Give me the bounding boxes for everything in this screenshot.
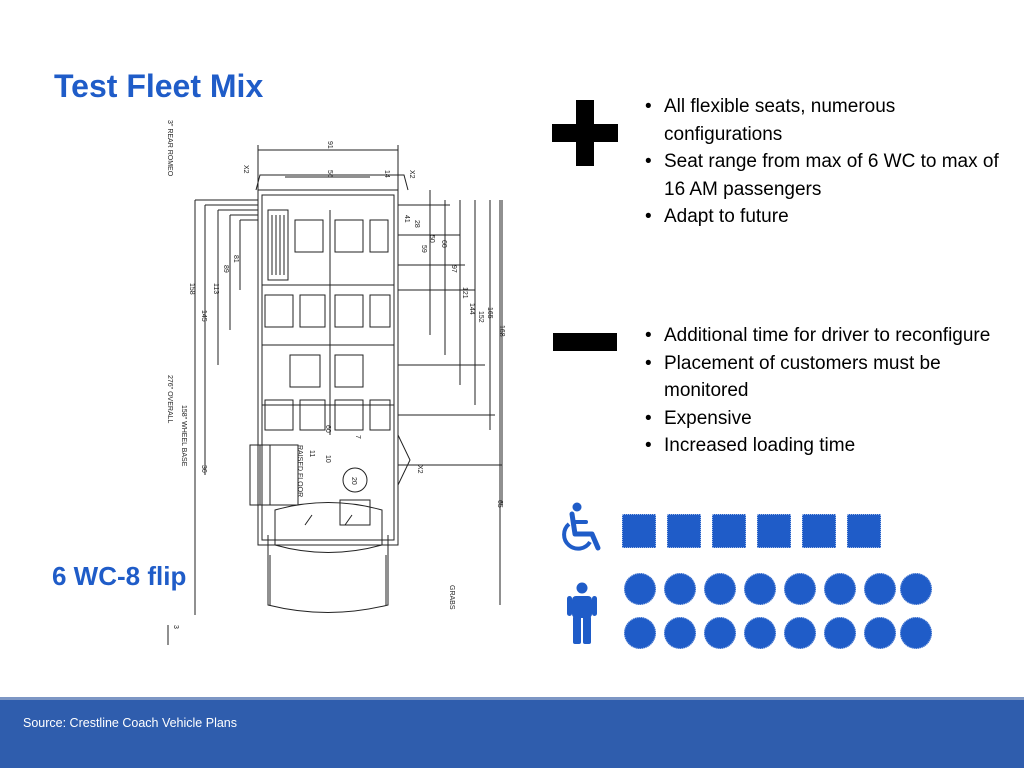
seat (744, 617, 776, 649)
cons-item: Placement of customers must be monitored (644, 350, 1014, 405)
plan-dim-59: 59 (420, 245, 427, 253)
plan-dim-60b: 60 (324, 425, 331, 433)
plan-dim-81: 81 (232, 255, 239, 263)
wheelchair-slot (757, 514, 791, 548)
pros-item: All flexible seats, numerous configurati… (644, 93, 1014, 148)
seat (900, 617, 932, 649)
cons-item: Increased loading time (644, 432, 1014, 460)
plan-dim-158: 158 (188, 283, 195, 295)
wheelchair-slot (622, 514, 656, 548)
person-icon (567, 582, 597, 644)
plan-dim-113: 113 (212, 283, 219, 294)
seat (664, 573, 696, 605)
wheelchair-slot (847, 514, 881, 548)
plan-label-x2-left: X2 (242, 165, 249, 174)
plan-dim-36: 36 (200, 465, 207, 473)
plan-dim-89: 89 (222, 265, 229, 273)
plan-dim-152: 152 (477, 311, 484, 323)
plan-dim-145: 145 (200, 310, 207, 322)
plan-dim-50: 50 (428, 235, 435, 243)
plan-dim-7: 7 (354, 435, 361, 439)
wheelchair-icon (562, 502, 601, 551)
plan-dim-14: 14 (383, 170, 390, 178)
seat (704, 573, 736, 605)
plan-dim-10: 10 (324, 455, 331, 463)
footer-bar: Source: Crestline Coach Vehicle Plans (0, 697, 1024, 768)
seat (784, 573, 816, 605)
plan-label-x2-right: X2 (408, 170, 415, 179)
seat (704, 617, 736, 649)
plan-dim-60: 60 (440, 240, 447, 248)
source-citation: Source: Crestline Coach Vehicle Plans (23, 716, 238, 730)
plan-dim-165: 165 (486, 307, 493, 319)
plan-dim-20: 20 (350, 477, 357, 485)
cons-list: Additional time for driver to reconfigur… (644, 322, 1014, 460)
seat (864, 573, 896, 605)
seat (900, 573, 932, 605)
plan-dim-144: 144 (468, 303, 475, 315)
plan-dim-11: 11 (308, 450, 315, 457)
plan-dim-56: 56 (326, 170, 333, 178)
configuration-label: 6 WC-8 flip (52, 561, 187, 591)
wheelchair-slot (802, 514, 836, 548)
seat (784, 617, 816, 649)
minus-icon (553, 333, 617, 351)
plus-icon (552, 100, 618, 166)
plan-label-overall: 276" OVERALL (166, 375, 173, 424)
wheelchair-slot (667, 514, 701, 548)
plan-label-raised-floor: RAISED FLOOR (296, 445, 303, 497)
cons-item: Additional time for driver to reconfigur… (644, 322, 1014, 350)
plan-dim-41: 41 (403, 215, 410, 223)
seat (864, 617, 896, 649)
seat (824, 573, 856, 605)
plan-label-grabs: GRABS (448, 585, 455, 610)
cons-item: Expensive (644, 405, 1014, 433)
seat (624, 617, 656, 649)
plan-dim-91: 91 (326, 141, 333, 149)
plan-dim-121: 121 (461, 287, 468, 299)
plan-label-rear: 3" REAR ROMEO (166, 120, 173, 177)
plan-dim-28: 28 (413, 220, 420, 228)
plan-dim-3: 3 (172, 625, 179, 629)
plan-dim-65: 65 (496, 500, 503, 508)
seat (824, 617, 856, 649)
seat (664, 617, 696, 649)
vehicle-floor-plan: 3" REAR ROMEO 276" OVERALL 158" WHEEL BA… (166, 120, 505, 645)
plan-label-x2-front: X2 (416, 465, 423, 474)
seat (744, 573, 776, 605)
plan-label-wheelbase: 158" WHEEL BASE (180, 405, 187, 467)
pros-list: All flexible seats, numerous configurati… (644, 93, 1014, 231)
pros-item: Adapt to future (644, 203, 1014, 231)
wheelchair-slot (712, 514, 746, 548)
plan-dim-168: 168 (498, 325, 505, 337)
slide-title: Test Fleet Mix (54, 68, 264, 104)
seat (624, 573, 656, 605)
plan-dim-97: 97 (450, 265, 457, 273)
pros-item: Seat range from max of 6 WC to max of 16… (644, 148, 1014, 203)
